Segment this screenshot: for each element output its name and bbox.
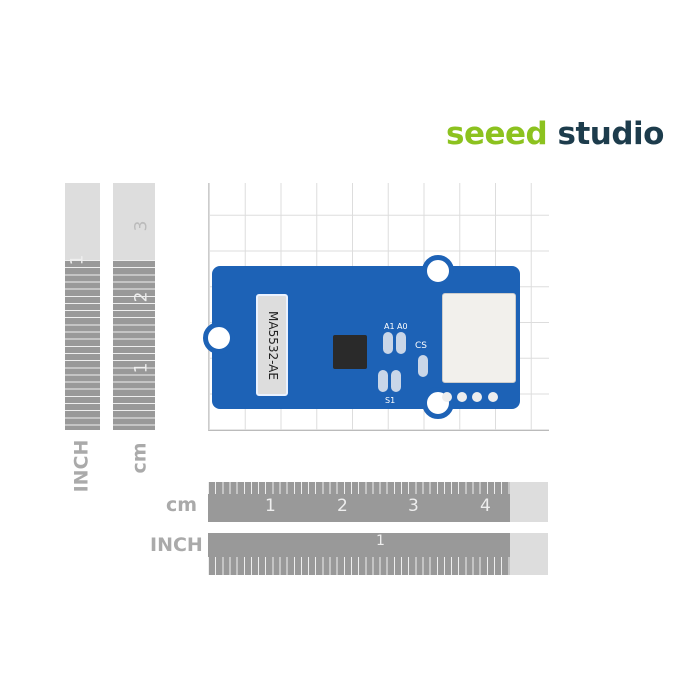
cm-tick-label: 4	[480, 496, 491, 516]
solder-pad	[378, 370, 388, 392]
horizontal-inch-ruler-light	[510, 533, 548, 575]
cm-tick-label: 1	[131, 362, 152, 374]
cm-tick-label: 3	[408, 496, 419, 516]
inch-label: INCH	[150, 534, 203, 556]
horizontal-inch-ruler	[208, 533, 510, 557]
inch-tick-label: 1	[376, 533, 385, 549]
vertical-inch-ruler	[65, 260, 100, 430]
seeed-studio-logo: seeed studio	[446, 116, 664, 152]
solder-pad	[418, 355, 428, 377]
silkscreen-label: A1	[384, 322, 395, 331]
vertical-cm-ruler-light	[113, 183, 155, 260]
cm-label: cm	[128, 442, 151, 474]
cm-tick-label: 2	[131, 291, 152, 303]
mounting-hole	[203, 322, 235, 354]
silkscreen-label: CS	[415, 341, 427, 351]
vertical-inch-ruler-light	[65, 183, 100, 260]
silkscreen-label: S1	[385, 396, 396, 405]
mounting-hole	[422, 255, 454, 287]
header-pin	[457, 392, 467, 402]
solder-pad	[391, 370, 401, 392]
cm-tick-label: 1	[265, 496, 276, 516]
inch-tick-label: 1	[67, 254, 88, 266]
cm-tick-label: 2	[337, 496, 348, 516]
header-pin	[442, 392, 452, 402]
horizontal-cm-ruler-light	[510, 482, 548, 522]
ic-chip	[333, 335, 367, 369]
cm-tick-label: 3	[131, 220, 152, 232]
sensor-component: MA5532-AE	[256, 294, 288, 396]
header-pin	[472, 392, 482, 402]
solder-pad	[383, 332, 393, 354]
vertical-cm-ruler	[113, 260, 155, 430]
cm-label: cm	[166, 494, 198, 516]
grove-connector	[442, 293, 516, 383]
inch-label: INCH	[70, 439, 93, 493]
horizontal-inch-ticks	[208, 557, 510, 575]
header-pin	[488, 392, 498, 402]
silkscreen-label: A0	[397, 322, 408, 331]
solder-pad	[396, 332, 406, 354]
horizontal-cm-ruler	[208, 482, 510, 522]
